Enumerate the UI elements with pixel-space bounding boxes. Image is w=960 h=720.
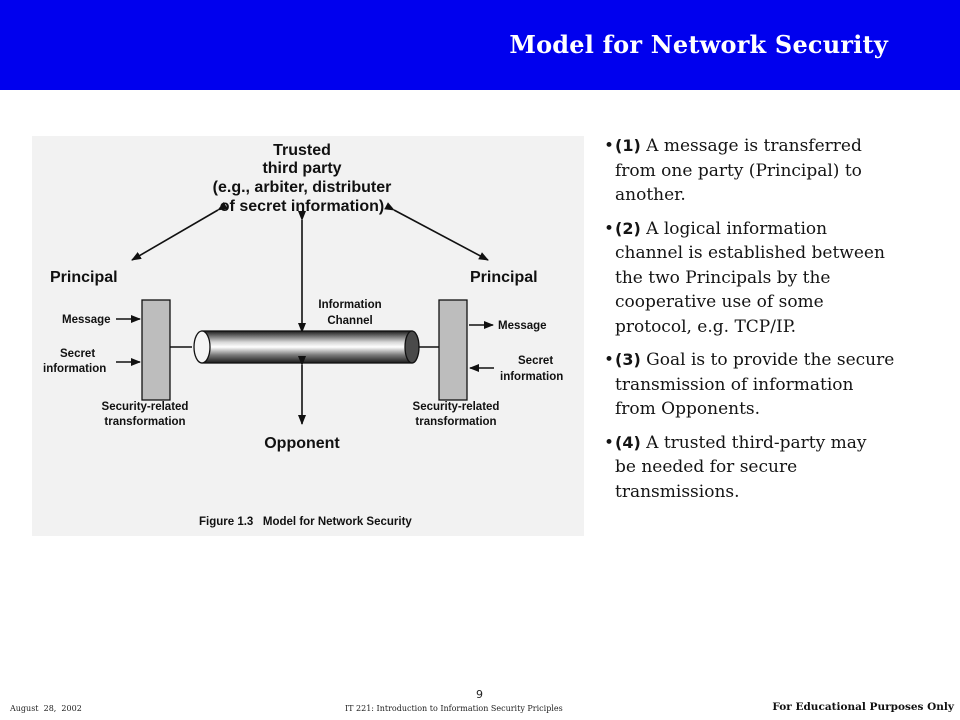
bullet-text: be needed for secure (615, 457, 798, 477)
bullet-text: channel is established between (615, 243, 885, 263)
bullet-text: Goal is to provide the secure (640, 350, 895, 370)
slide-title: Model for Network Security (509, 30, 888, 59)
message-left-label: Message (62, 314, 111, 326)
footer-course: IT 221: Introduction to Information Secu… (345, 704, 563, 713)
bullet-text: A trusted third-party may (640, 432, 867, 453)
arrow-trusted-to-right-principal (384, 202, 489, 261)
bullet-text: from one party (Principal) to (615, 160, 862, 181)
network-security-figure: Trusted third party (e.g., arbiter, dist… (32, 136, 584, 536)
title-bar: Model for Network Security (0, 0, 960, 90)
bullet-text: from Opponents. (615, 399, 761, 419)
bullet-dot: • (604, 432, 615, 453)
bullet-text: another. (615, 185, 686, 205)
trusted-party-line-3: (e.g., arbiter, distributer (213, 179, 392, 196)
principal-left-label: Principal (50, 269, 118, 286)
bullet-text: transmissions. (615, 481, 740, 502)
bullet-item: • (4) A trusted third-party may be neede… (604, 431, 924, 505)
pipe-left-end (193, 330, 211, 364)
bullet-text: A logical information (640, 218, 828, 239)
bullet-number: (2) (615, 218, 641, 238)
transform-left-line-1: Security-related (102, 401, 189, 413)
bullet-item: • (2) A logical information channel is e… (604, 217, 924, 340)
bullet-text: transmission of information (615, 374, 854, 395)
transform-right-line-1: Security-related (413, 401, 500, 413)
arrow-trusted-to-left-principal (131, 202, 228, 261)
info-channel-line-1: Information (318, 299, 381, 311)
bullet-dot: • (604, 218, 615, 239)
principal-right-label: Principal (470, 269, 538, 286)
footer-note: For Educational Purposes Only (772, 701, 954, 713)
transform-right-line-2: transformation (415, 416, 496, 428)
page-number: 9 (476, 688, 483, 701)
footer-date: August 28, 2002 (10, 704, 82, 713)
bullet-item: • (3) Goal is to provide the secure tran… (604, 348, 924, 422)
information-channel-pipe (201, 330, 413, 364)
bullet-dot: • (604, 136, 615, 156)
bullet-text: A message is transferred (640, 136, 862, 156)
bullet-item: • (1) A message is transferred from one … (604, 134, 924, 208)
info-channel-line-2: Channel (327, 315, 372, 327)
bullet-text: the two Principals by the (615, 267, 831, 288)
secret-left-line-2: information (43, 363, 106, 375)
bullet-number: (4) (615, 432, 641, 452)
figure-caption: Figure 1.3 Model for Network Security (199, 516, 412, 528)
bullet-list: • (1) A message is transferred from one … (604, 134, 924, 513)
bullet-number: (3) (615, 350, 641, 369)
secret-right-line-2: information (500, 371, 563, 383)
trusted-party-line-1: Trusted (273, 142, 331, 159)
bullet-dot: • (604, 350, 615, 370)
transformation-box-right (438, 299, 468, 401)
secret-left-line-1: Secret (60, 348, 95, 360)
trusted-party-line-4: of secret information) (220, 198, 384, 215)
secret-right-line-1: Secret (518, 355, 553, 367)
transformation-box-left (141, 299, 171, 401)
trusted-party-line-2: third party (262, 160, 341, 177)
bullet-text: cooperative use of some (615, 292, 824, 312)
opponent-label: Opponent (264, 435, 340, 452)
network-security-diagram: Trusted third party (e.g., arbiter, dist… (43, 142, 563, 528)
transform-left-line-2: transformation (104, 416, 185, 428)
pipe-right-end (404, 330, 420, 364)
message-right-label: Message (498, 320, 547, 332)
bullet-text: protocol, e.g. TCP/IP. (615, 316, 797, 337)
bullet-number: (1) (615, 136, 641, 155)
